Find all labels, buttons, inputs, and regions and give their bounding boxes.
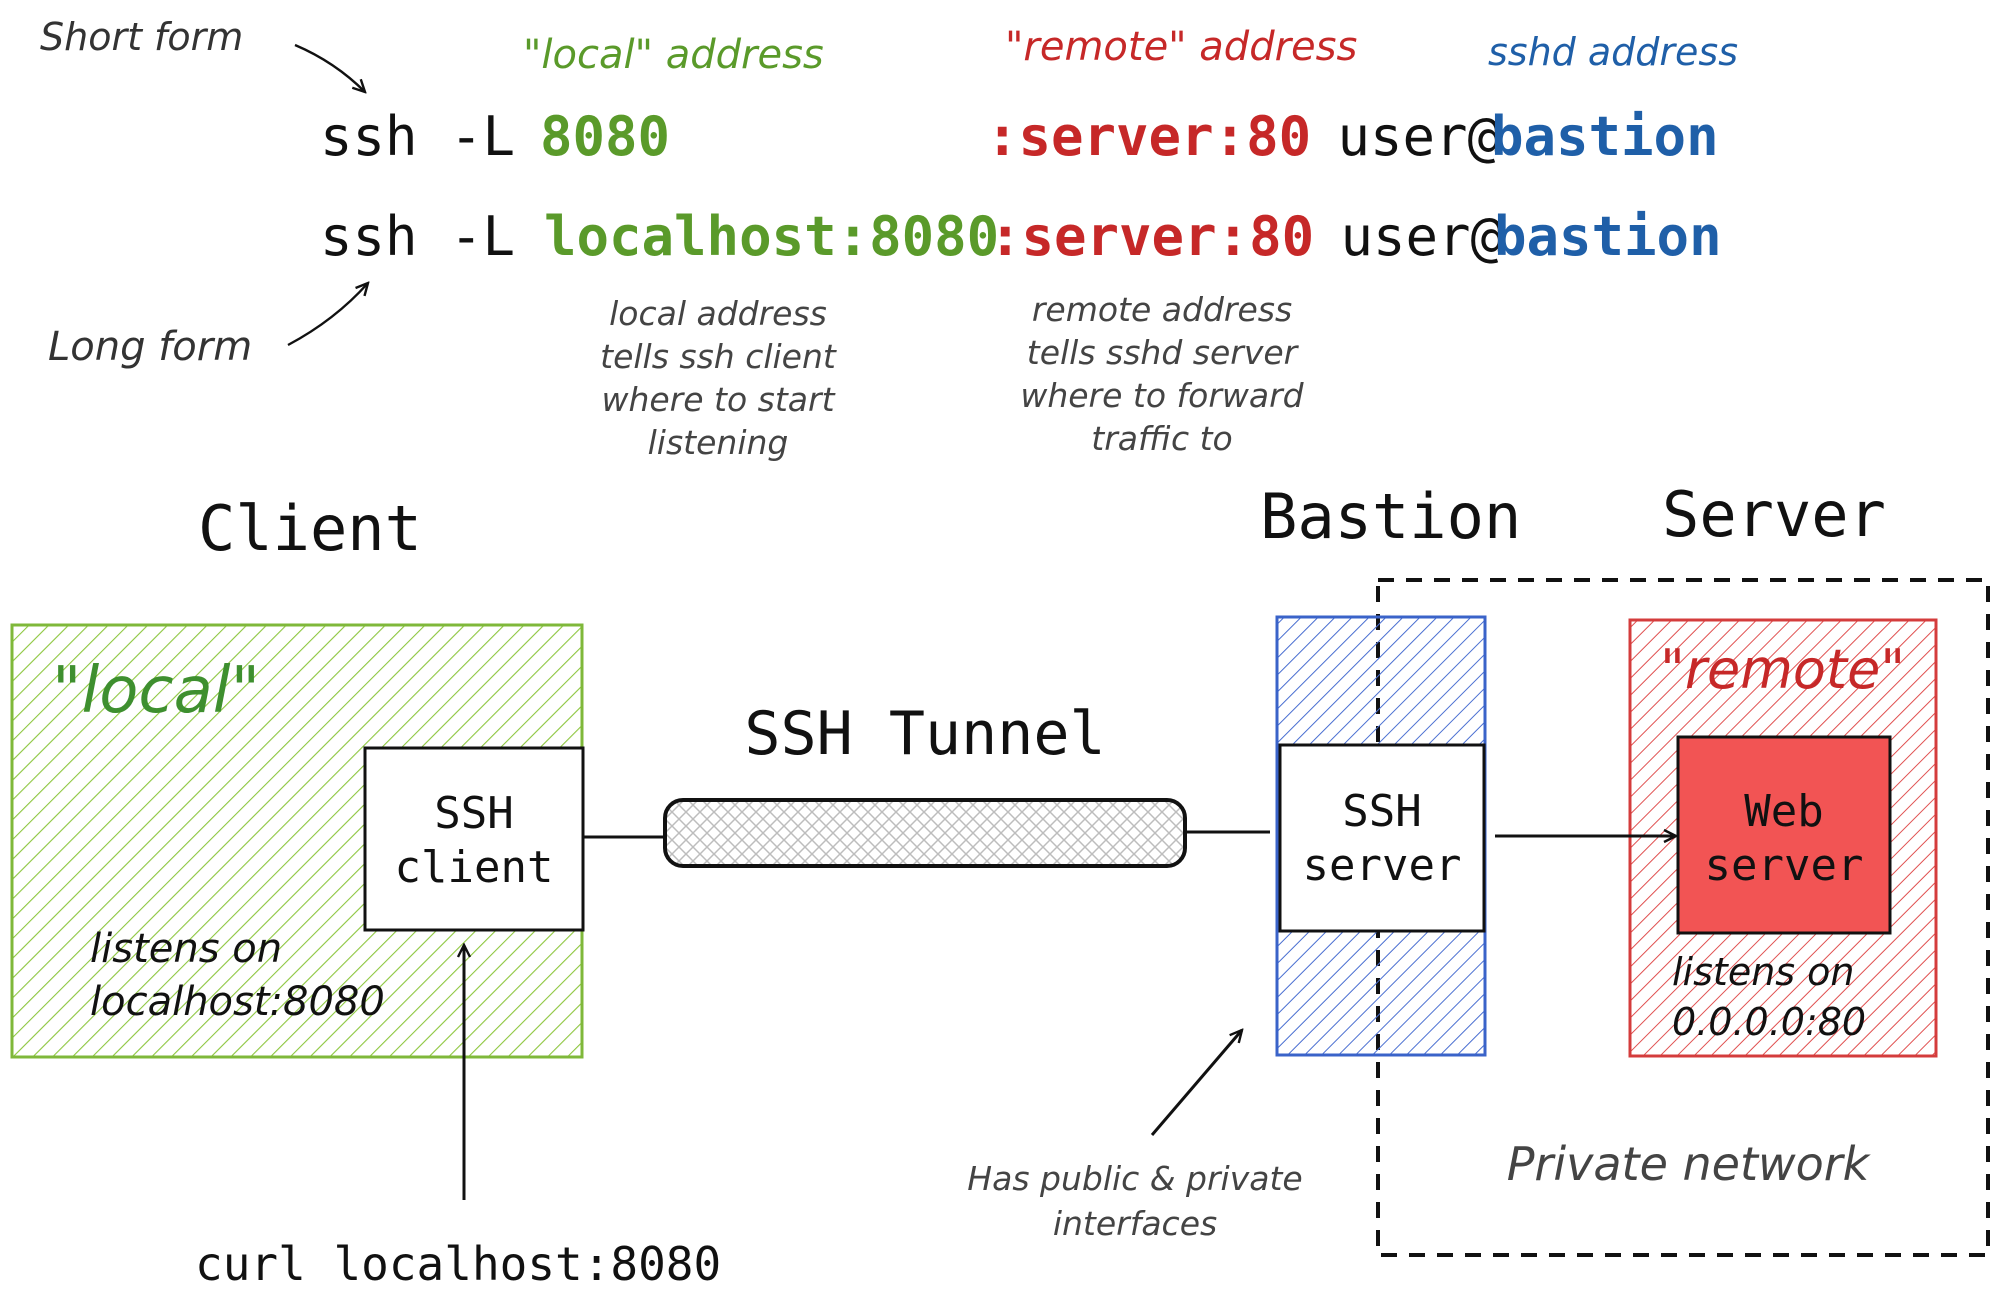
sshd-address-header: sshd address <box>1488 30 1738 74</box>
ssh-client-label: SSH <box>434 788 513 839</box>
local-address-header: "local" address <box>523 32 824 78</box>
long-command-host: bastion <box>1494 205 1722 268</box>
long-command-remote: :server:80 <box>989 205 1314 268</box>
remote-address-header: "remote" address <box>1005 24 1357 70</box>
local-note-line: tells ssh client <box>600 337 837 376</box>
ssh-tunnel <box>663 798 1187 868</box>
short-form-label: Short form <box>40 15 243 59</box>
private-network-label: Private network <box>1507 1137 1872 1191</box>
short-command-remote: :server:80 <box>986 105 1311 168</box>
short-command: ssh -L 8080 :server:80 user@ bastion <box>320 105 1719 168</box>
short-form-arrow <box>294 43 365 92</box>
server-listens-line: 0.0.0.0:80 <box>1672 1000 1866 1044</box>
server-heading: Server <box>1662 478 1886 551</box>
bastion-note-line: Has public & private <box>967 1159 1302 1198</box>
ssh-server-label: server <box>1303 840 1462 891</box>
remote-address-note: remote address tells sshd server where t… <box>1020 290 1304 458</box>
bastion-note-line: interfaces <box>1053 1204 1217 1243</box>
web-server-label: Web <box>1744 786 1823 837</box>
tunnel-label: SSH Tunnel <box>744 699 1105 769</box>
curl-command: curl localhost:8080 <box>195 1237 721 1291</box>
ssh-client-box <box>363 746 585 932</box>
long-command-user: user@ <box>1308 205 1503 268</box>
remote-note-line: remote address <box>1032 290 1292 329</box>
client-listens-line: listens on <box>90 926 282 972</box>
remote-note-line: where to forward <box>1020 376 1304 415</box>
short-command-host: bastion <box>1491 105 1719 168</box>
remote-note-line: traffic to <box>1091 419 1232 458</box>
short-command-local: 8080 <box>540 105 670 168</box>
long-command-prefix: ssh -L <box>320 205 548 268</box>
local-note-line: listening <box>648 423 789 462</box>
client-heading: Client <box>198 492 422 565</box>
bastion-heading: Bastion <box>1260 480 1521 553</box>
server-listens-line: listens on <box>1672 950 1855 994</box>
ssh-client-label: client <box>395 842 554 893</box>
short-command-user: user@ <box>1305 105 1500 168</box>
remote-zone-label: "remote" <box>1660 638 1905 701</box>
remote-note-line: tells sshd server <box>1027 333 1300 372</box>
long-form-label: Long form <box>48 324 252 370</box>
long-command: ssh -L localhost:8080 :server:80 user@ b… <box>320 205 1722 268</box>
local-note-line: where to start <box>601 380 835 419</box>
short-command-prefix: ssh -L <box>320 105 548 168</box>
ssh-server-label: SSH <box>1342 786 1421 837</box>
web-server-label: server <box>1705 840 1864 891</box>
client-listens-line: localhost:8080 <box>90 979 385 1025</box>
local-address-note: local address tells ssh client where to … <box>600 294 837 462</box>
bastion-note-arrow <box>1150 1030 1242 1136</box>
local-note-line: local address <box>609 294 827 333</box>
ssh-server-box <box>1278 743 1486 933</box>
web-server-box <box>1676 735 1892 935</box>
local-zone-label: "local" <box>52 654 260 728</box>
long-form-arrow <box>287 283 368 347</box>
long-command-local: localhost:8080 <box>544 205 999 268</box>
